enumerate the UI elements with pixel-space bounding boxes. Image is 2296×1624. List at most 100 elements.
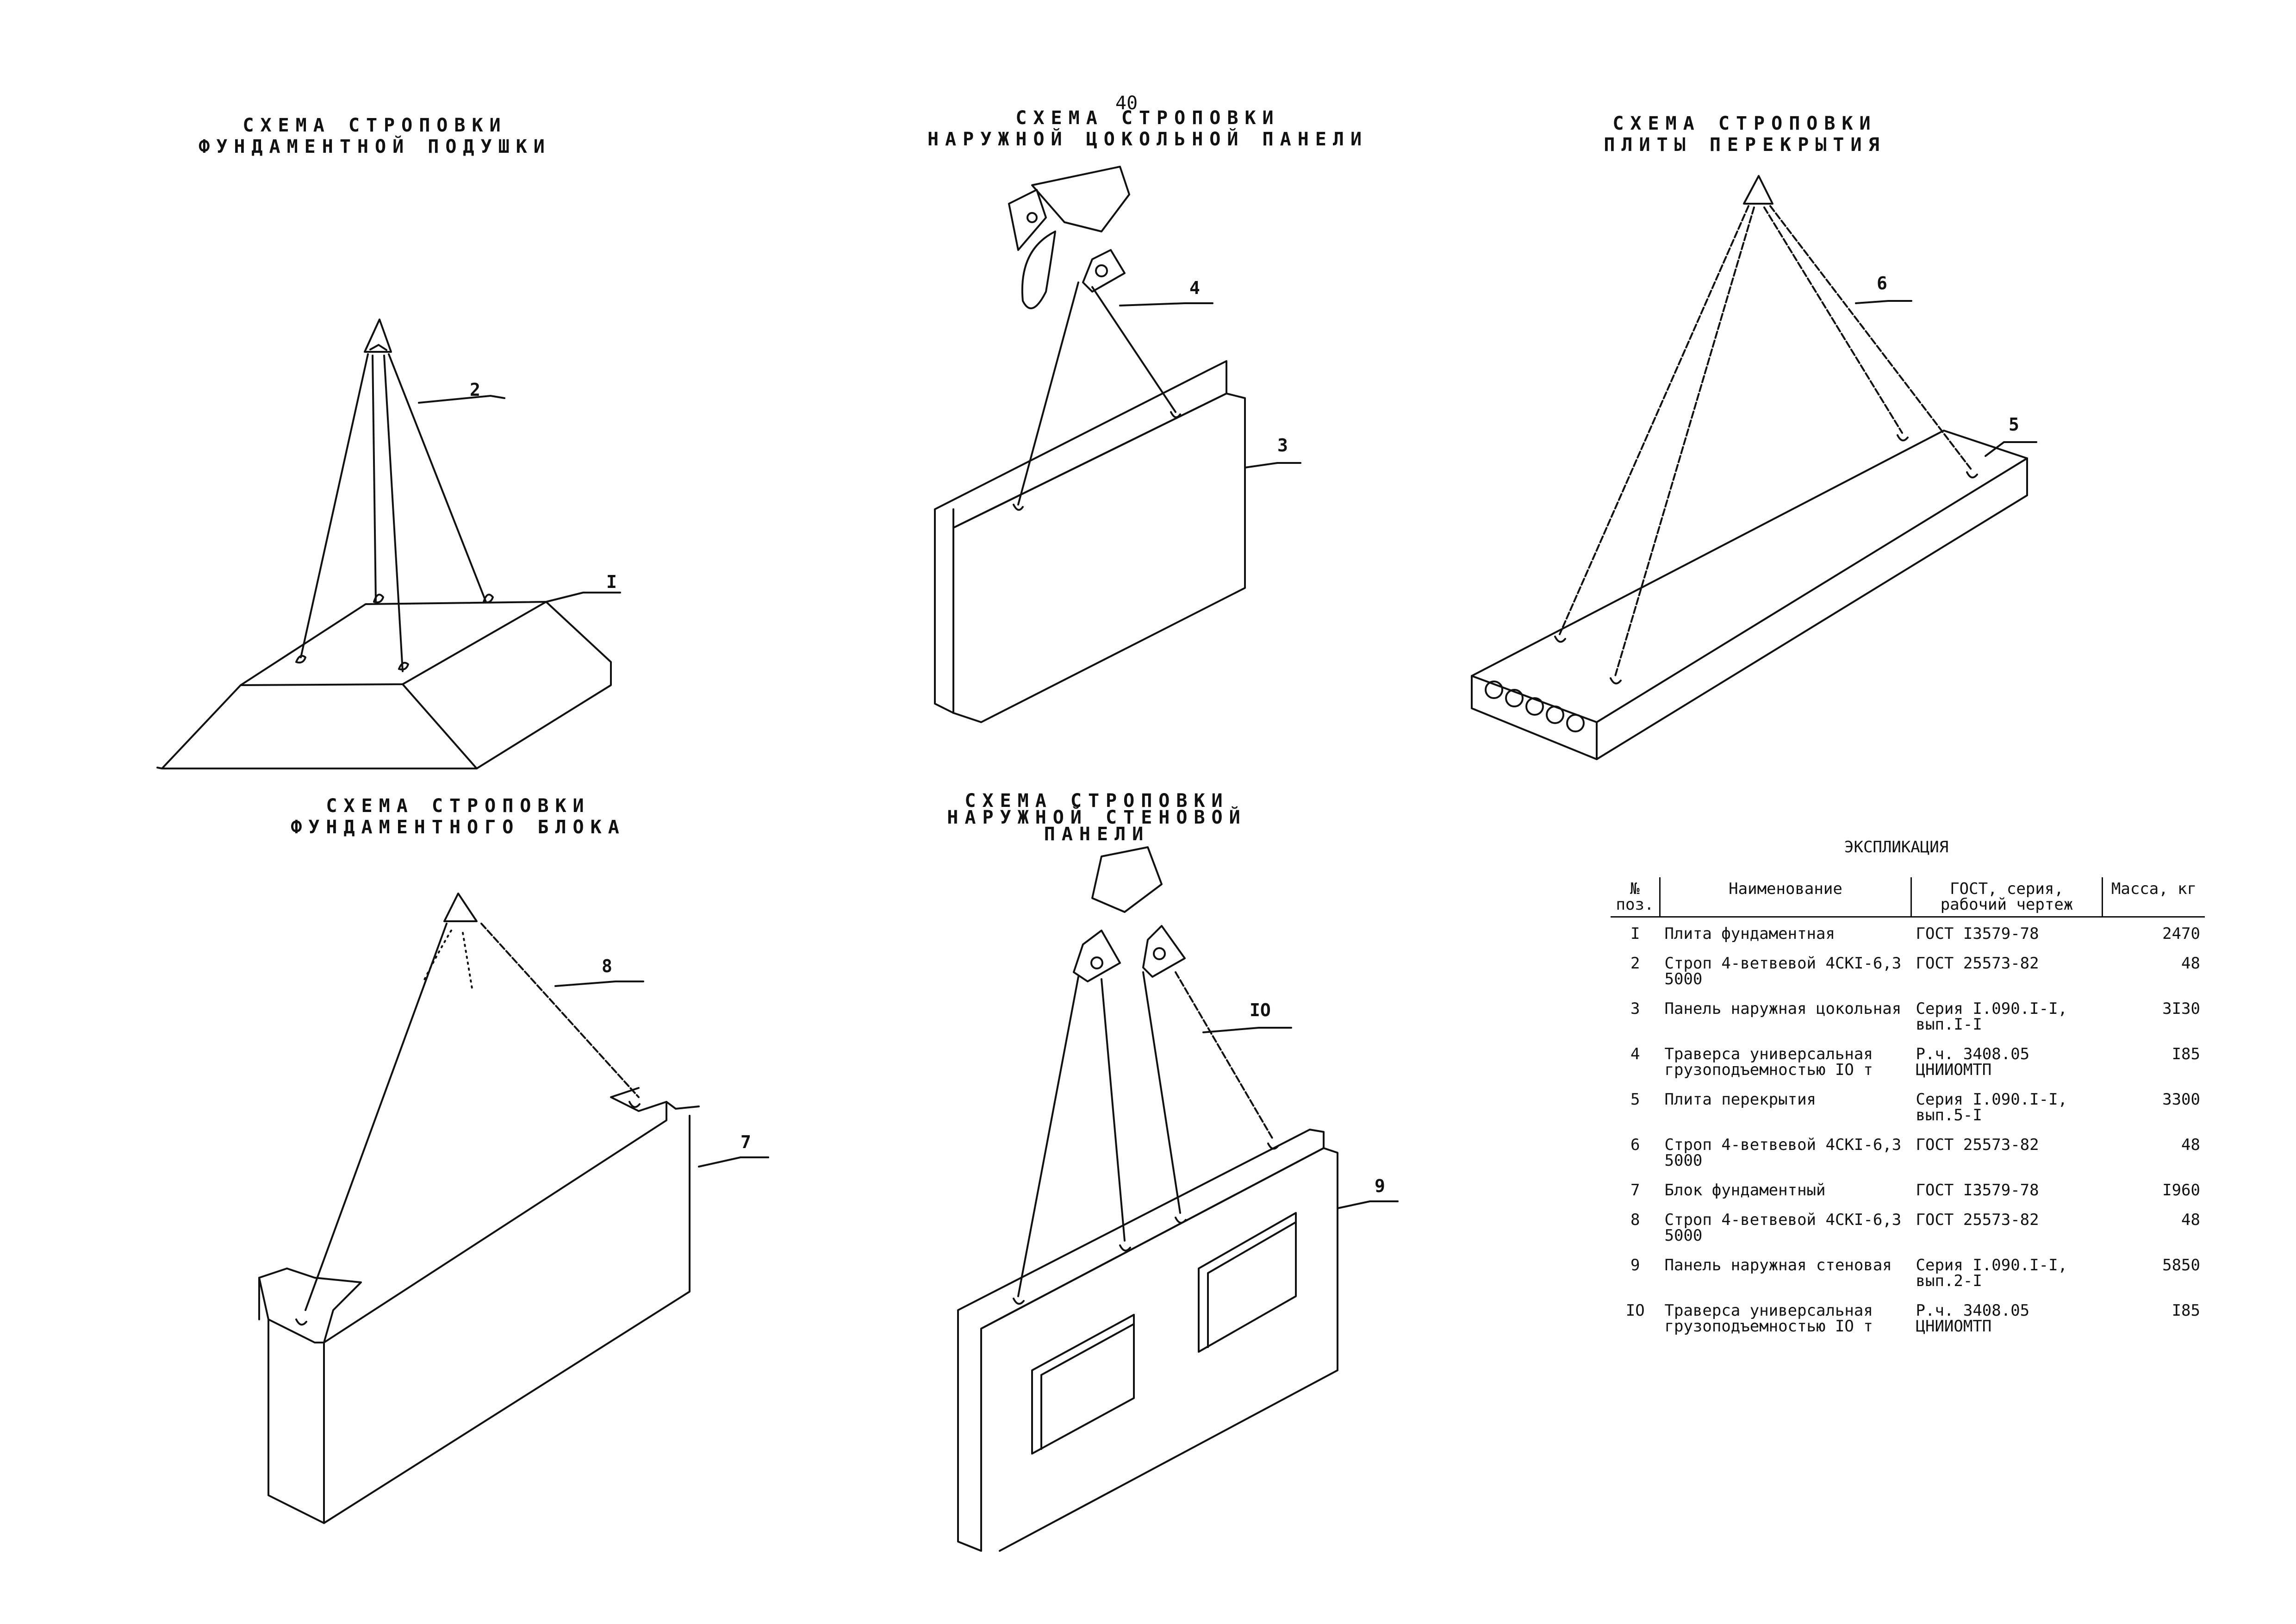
table-row: I Плита фундаментная ГОСТ I3579-78 2470 [1611, 917, 2205, 948]
row-mass: 48 [2181, 1211, 2200, 1229]
callout-leader [698, 1156, 769, 1168]
sling-leg [1763, 206, 1903, 434]
table-row: 6 Строп 4-ветвевой 4СКI-6,3 5000 ГОСТ 25… [1611, 1129, 2205, 1174]
lifting-ring [364, 319, 392, 353]
wall-panel-drawing: IO 9 [957, 846, 1399, 1552]
sling-leg [1175, 971, 1274, 1140]
row-gost: Р.ч. 3408.05 ЦНИИОМТП [1916, 1045, 2030, 1079]
table-row: IO Траверса универсальная грузоподъемнос… [1611, 1294, 2205, 1340]
callout-7: 7 [740, 1132, 751, 1152]
callout-leader [1244, 462, 1301, 468]
explication-table: № поз. Наименование ГОСТ, серия, рабочий… [1611, 877, 2205, 1340]
sling-leg [1769, 205, 1972, 471]
sling-leg [1091, 286, 1176, 413]
cushion-top [240, 601, 547, 686]
header-mass: Масса, кг [2102, 877, 2205, 918]
header-pos: № поз. [1611, 877, 1660, 918]
table-row: 3 Панель наружная цокольная Серия I.090.… [1611, 993, 2205, 1038]
callout-3: 3 [1277, 435, 1288, 456]
block-side [323, 1115, 691, 1524]
table-header-row: № поз. Наименование ГОСТ, серия, рабочий… [1611, 877, 2205, 918]
panel-face [957, 1129, 1325, 1552]
row-mass: 48 [2181, 1136, 2200, 1154]
traverse-plate [1142, 925, 1186, 978]
title-floor-slab: СХЕМА СТРОПОВКИ ПЛИТЫ ПЕРЕКРЫТИЯ [1604, 113, 1886, 156]
row-pos: 7 [1630, 1181, 1640, 1199]
sling-leg [372, 355, 377, 603]
sling-leg [1017, 281, 1079, 506]
sling-leg [388, 353, 487, 603]
title-plinth-panel: СХЕМА СТРОПОВКИ НАРУЖНОЙ ЦОКОЛЬНОЙ ПАНЕЛ… [927, 107, 1369, 150]
row-pos: 9 [1630, 1256, 1640, 1274]
row-gost: ГОСТ I3579-78 [1916, 1181, 2039, 1199]
table-row: 2 Строп 4-ветвевой 4СКI-6,3 5000 ГОСТ 25… [1611, 947, 2205, 993]
floor-slab-drawing: 6 5 [1471, 175, 2037, 760]
foundation-cushion-drawing: 2 I [156, 319, 621, 769]
sling-leg [1142, 971, 1181, 1214]
callout-leader [545, 592, 621, 603]
row-pos: 3 [1630, 999, 1640, 1018]
row-gost: ГОСТ 25573-82 [1916, 954, 2039, 973]
sling-leg [1559, 205, 1749, 635]
callout-leader [1855, 300, 1912, 304]
traverse-plate [1008, 189, 1047, 251]
header-name: Наименование [1659, 877, 1911, 918]
row-pos: 2 [1630, 954, 1640, 973]
row-mass: 5850 [2162, 1256, 2200, 1274]
row-name: Строп 4-ветвевой 4СКI-6,3 5000 [1664, 1136, 1902, 1170]
row-mass: 3300 [2162, 1090, 2200, 1109]
sling-leg [305, 923, 448, 1311]
callout-leader [1119, 302, 1213, 306]
row-gost: ГОСТ 25573-82 [1916, 1211, 2039, 1229]
row-name: Плита фундаментная [1664, 924, 1835, 943]
panel-face [934, 360, 1227, 714]
row-mass: I85 [2172, 1301, 2200, 1320]
callout-leader [1202, 1027, 1292, 1033]
table-row: 7 Блок фундаментный ГОСТ I3579-78 I960 [1611, 1174, 2205, 1204]
title-wall-panel: СХЕМА СТРОПОВКИ НАРУЖНОЙ СТЕНОВОЙ ПАНЕЛИ [947, 790, 1247, 845]
callout-2: 2 [470, 380, 480, 400]
row-name: Плита перекрытия [1664, 1090, 1817, 1109]
callout-8: 8 [602, 956, 612, 976]
row-gost: Серия I.090.I-I, вып.I-I [1916, 999, 2068, 1034]
traverse-plate [1073, 930, 1121, 982]
sling-leg [480, 923, 640, 1098]
row-pos: 5 [1630, 1090, 1640, 1109]
window-opening [1198, 1212, 1297, 1353]
traverse-frame [1091, 846, 1163, 913]
callout-leader [1337, 1200, 1399, 1209]
row-pos: I [1630, 924, 1640, 943]
row-gost: ГОСТ I3579-78 [1916, 924, 2039, 943]
row-mass: 3I30 [2162, 999, 2200, 1018]
row-name: Строп 4-ветвевой 4СКI-6,3 5000 [1664, 954, 1902, 988]
callout-4: 4 [1189, 278, 1200, 298]
callout-leader [418, 395, 505, 404]
callout-10: IO [1250, 1000, 1271, 1020]
callout-leader [1985, 441, 2037, 457]
sling-leg [1017, 976, 1079, 1297]
row-name: Строп 4-ветвевой 4СКI-6,3 5000 [1664, 1211, 1902, 1245]
window-opening [1031, 1314, 1135, 1455]
page-number: 40 [1115, 93, 1138, 114]
block-notch [258, 1268, 362, 1343]
table-row: 4 Траверса универсальная грузоподъемност… [1611, 1038, 2205, 1083]
table-row: 8 Строп 4-ветвевой 4СКI-6,3 5000 ГОСТ 25… [1611, 1204, 2205, 1249]
header-gost: ГОСТ, серия, рабочий чертеж [1910, 877, 2103, 918]
slab-top [1471, 430, 2028, 723]
row-name: Панель наружная стеновая [1664, 1256, 1892, 1274]
row-pos: 6 [1630, 1136, 1640, 1154]
row-gost: ГОСТ 25573-82 [1916, 1136, 2039, 1154]
table-row: 5 Плита перекрытия Серия I.090.I-I, вып.… [1611, 1083, 2205, 1129]
table-row: 9 Панель наружная стеновая Серия I.090.I… [1611, 1249, 2205, 1294]
row-mass: 48 [2181, 954, 2200, 973]
sling-leg [383, 355, 404, 672]
foundation-block-drawing: 8 7 [258, 893, 769, 1524]
row-mass: I960 [2162, 1181, 2200, 1199]
plinth-panel-drawing: 4 3 [934, 166, 1301, 723]
title-foundation-block: СХЕМА СТРОПОВКИ ФУНДАМЕНТНОГО БЛОКА [291, 795, 626, 838]
callout-6: 6 [1877, 273, 1887, 294]
row-name: Блок фундаментный [1664, 1181, 1826, 1199]
row-name: Траверса универсальная грузоподъемностью… [1664, 1301, 1873, 1336]
sling-leg [300, 353, 369, 658]
